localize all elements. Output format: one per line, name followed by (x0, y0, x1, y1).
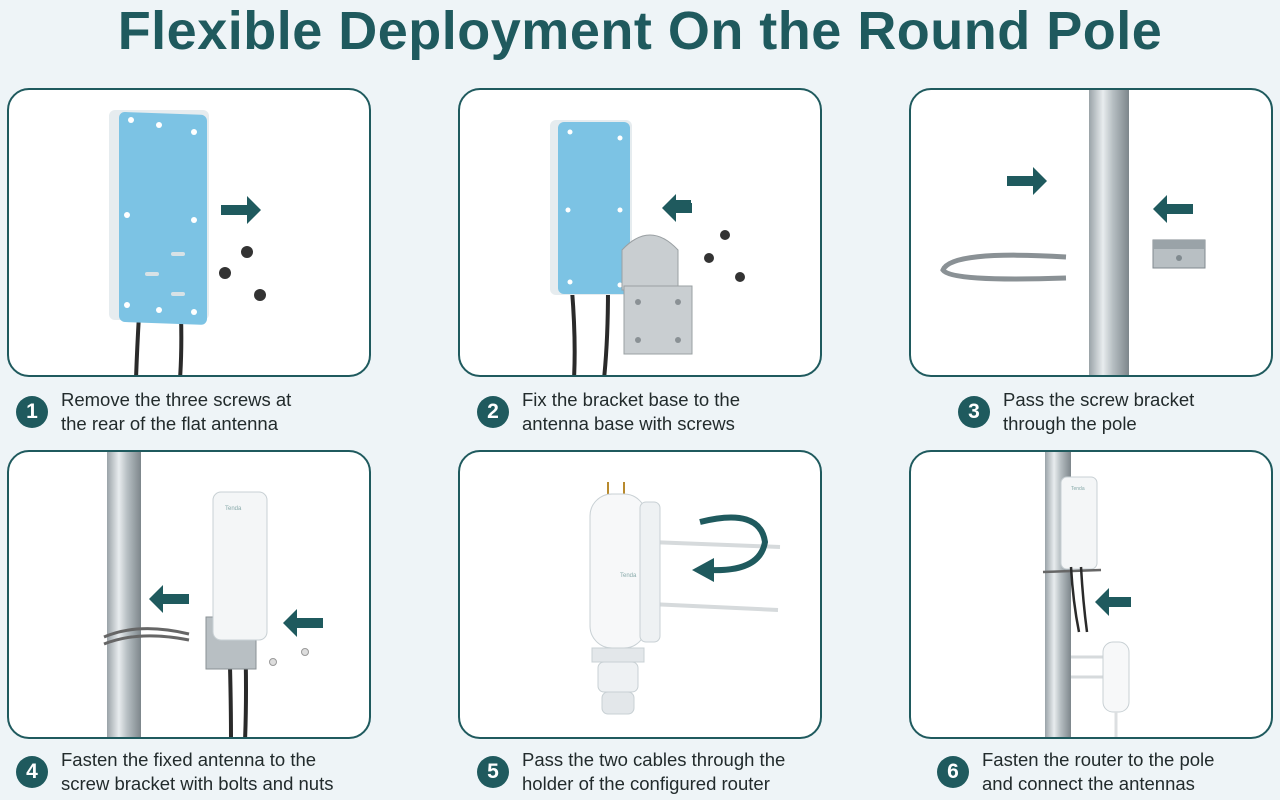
bracket-base (621, 234, 693, 355)
step-2-caption: 2 Fix the bracket base to the antenna ba… (477, 384, 740, 440)
arrow-right-icon (221, 196, 261, 224)
screws-icon (219, 246, 266, 301)
antenna-cables (570, 289, 610, 375)
u-bolt (103, 627, 190, 639)
outdoor-router-mounted (1071, 641, 1130, 737)
step-1-illustration (7, 88, 371, 377)
round-pole (107, 452, 141, 737)
nuts-icon (269, 648, 309, 666)
step-2-illustration (458, 88, 822, 377)
caption-line: through the pole (1003, 413, 1137, 434)
arrow-left-icon (1153, 195, 1193, 223)
step-4-illustration: Tenda (7, 450, 371, 739)
page-title: Flexible Deployment On the Round Pole (117, 1, 1163, 61)
step-number-badge: 4 (16, 756, 48, 788)
antenna-cables (134, 314, 184, 375)
round-pole (1089, 90, 1129, 375)
caption-line: Fasten the router to the pole (982, 749, 1215, 770)
caption-line: Remove the three screws at (61, 389, 292, 410)
caption-line: Pass the two cables through the (522, 749, 786, 770)
step-6-caption: 6 Fasten the router to the pole and conn… (937, 744, 1214, 800)
step-number-badge: 2 (477, 396, 509, 428)
caption-line: Fix the bracket base to the (522, 389, 741, 410)
router-cables (649, 540, 781, 612)
step-5-illustration: Tenda (458, 450, 822, 739)
caption-line: screw bracket with bolts and nuts (61, 773, 334, 794)
rotate-arrow-icon (692, 514, 769, 582)
svg-text:Tenda: Tenda (620, 573, 637, 579)
screw-bracket (1152, 239, 1206, 269)
step-3-illustration (909, 88, 1273, 377)
caption-line: Fasten the fixed antenna to the (61, 749, 317, 770)
outdoor-router: Tenda (589, 482, 661, 715)
caption-line: Pass the screw bracket (1003, 389, 1195, 410)
arrow-left-icon (149, 585, 189, 613)
antenna-front: Tenda (212, 491, 268, 641)
flat-antenna-rear (550, 120, 632, 295)
step-6-illustration: Tenda (909, 450, 1273, 739)
svg-text:Tenda: Tenda (1071, 486, 1085, 492)
svg-text:Tenda: Tenda (225, 506, 242, 512)
step-number-badge: 5 (477, 756, 509, 788)
step-number-badge: 1 (16, 396, 48, 428)
arrow-left-icon (1095, 588, 1131, 616)
antenna-front: Tenda (1060, 476, 1098, 570)
step-number-badge: 6 (937, 756, 969, 788)
screws-icon (704, 230, 745, 282)
step-5-caption: 5 Pass the two cables through the holder… (477, 744, 785, 800)
caption-line: holder of the configured router (522, 773, 770, 794)
caption-line: antenna base with screws (522, 413, 735, 434)
u-bolt (940, 252, 1067, 282)
flat-antenna-rear (109, 110, 209, 325)
step-3-caption: 3 Pass the screw bracket through the pol… (958, 384, 1194, 440)
arrow-left-icon (283, 609, 323, 637)
caption-line: the rear of the flat antenna (61, 413, 279, 434)
step-4-caption: 4 Fasten the fixed antenna to the screw … (16, 744, 334, 800)
arrow-right-icon (1007, 167, 1047, 195)
step-number-badge: 3 (958, 396, 990, 428)
step-1-caption: 1 Remove the three screws at the rear of… (16, 384, 291, 440)
caption-line: and connect the antennas (982, 773, 1195, 794)
antenna-cables (1069, 566, 1089, 633)
